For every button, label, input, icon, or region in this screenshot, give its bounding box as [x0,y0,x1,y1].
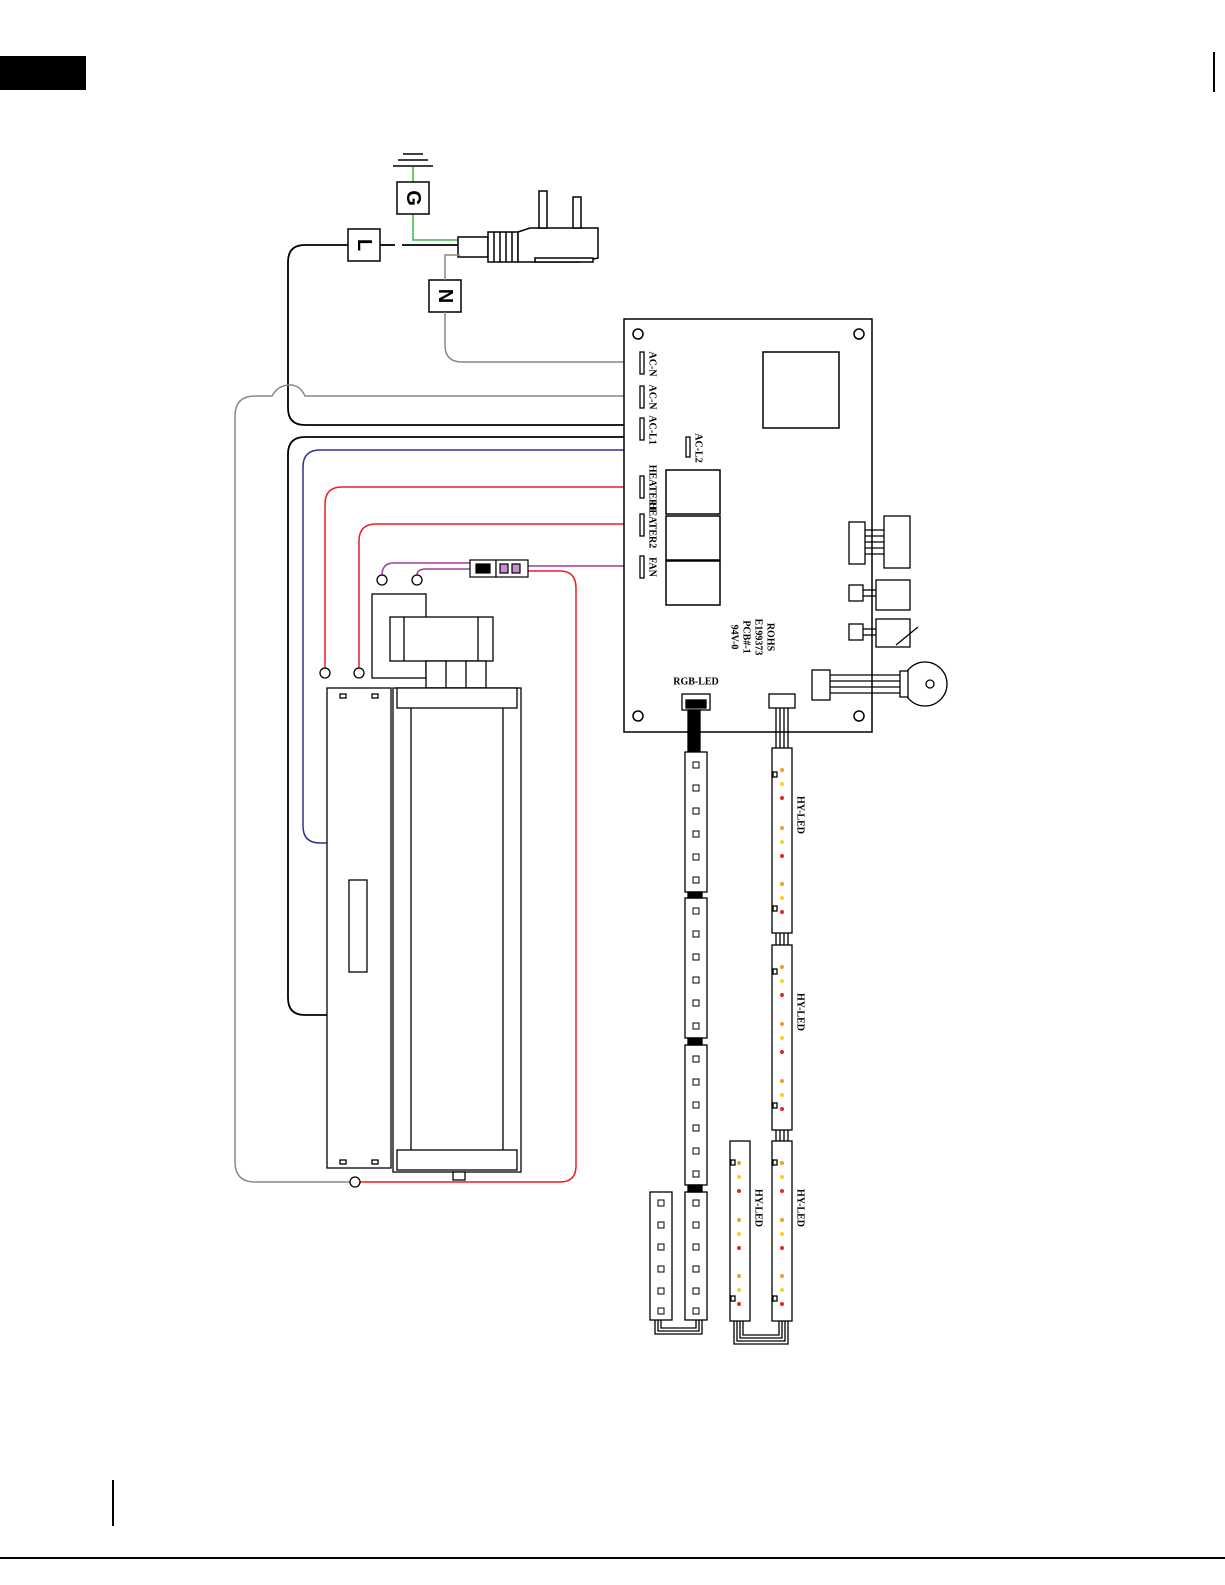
hy-led-label-3: HY-LED [795,1189,806,1227]
pin-label-ac-n-top: AC-N [647,352,658,378]
hy-led-label-2: HY-LED [795,993,806,1031]
line-wire [288,245,642,425]
hy-led-label-1: HY-LED [795,796,806,834]
power-plug [458,191,598,262]
heater-element [327,688,391,1168]
board-marking-line-2: E199373 [753,619,764,656]
line-terminal: L [348,229,380,261]
hy-led-label-4: HY-LED [753,1189,764,1227]
ground-terminal-label: G [402,190,424,206]
control-board [624,319,872,732]
board-marking-line-3: PCB#-1 [741,620,752,653]
pin-label-ac-l1: AC-L1 [647,415,658,444]
pin-label-ac-l2: AC-L2 [693,433,704,462]
fan-connector [470,560,528,577]
board-marking-line-1: ROHS [765,623,776,652]
neutral-terminal: N [429,280,461,312]
neutral-terminal-label: N [434,289,456,303]
ground-terminal: G [397,182,429,214]
ground-symbol [393,154,433,166]
pin-label-fan: FAN [647,557,658,578]
pin-label-ac-n-mid: AC-N [647,385,658,411]
neutral-wire [445,255,642,362]
pin-label-rgb-led: RGB-LED [673,677,719,688]
line-terminal-label: L [353,239,375,251]
hy-led-strips [730,748,792,1344]
pin-label-heater2: HEATER2 [647,502,658,549]
blower-fan [372,594,521,1180]
board-marking-line-4: 94V-0 [729,625,740,650]
